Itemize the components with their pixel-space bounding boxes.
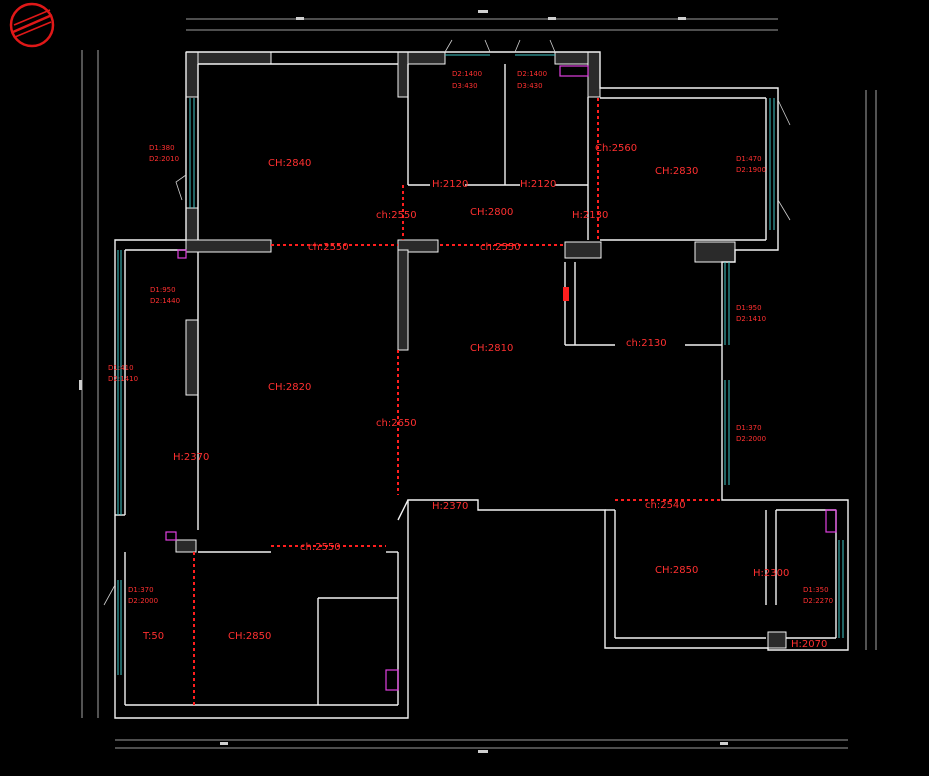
room-label: CH:2800 <box>470 207 513 218</box>
room-label: H:2130 <box>572 210 608 221</box>
window-note: D1:380 <box>149 144 175 152</box>
room-label: H:2300 <box>753 568 789 579</box>
window-note: D2:1410 <box>108 375 138 383</box>
no-symbol-stamp-icon <box>9 2 55 48</box>
window-notes: D1:380 D2:2010 D1:950 D2:1440 D1:410 D2:… <box>108 144 833 605</box>
room-label: H:2120 <box>432 179 468 190</box>
window-note: D2:1900 <box>736 166 766 174</box>
window-note: D1:470 <box>736 155 762 163</box>
room-label: H:2370 <box>432 501 468 512</box>
room-label: Ch:2560 <box>595 143 637 154</box>
room-label: CH:2850 <box>228 631 271 642</box>
window-note: D2:2000 <box>128 597 158 605</box>
window-note: D1:950 <box>150 286 176 294</box>
room-label: CH:2850 <box>655 565 698 576</box>
room-label: T:50 <box>142 631 164 642</box>
room-label: D3:430 <box>452 82 478 90</box>
window-note: D2:2010 <box>149 155 179 163</box>
room-label: ch:2550 <box>376 210 417 221</box>
walls <box>114 51 849 719</box>
room-label: CH:2820 <box>268 382 311 393</box>
room-labels: CH:2840 D2:1400 D3:430 D2:1400 D3:430 CH… <box>142 70 827 650</box>
window-note: D1:370 <box>128 586 154 594</box>
door-swings <box>103 39 791 606</box>
window-note: D2:1440 <box>150 297 180 305</box>
room-label: CH:2840 <box>268 158 311 169</box>
beam-lines <box>193 98 722 705</box>
room-label: CH:2830 <box>655 166 698 177</box>
window-note: D2:2270 <box>803 597 833 605</box>
structural-columns <box>175 51 787 649</box>
room-label: ch:2650 <box>376 418 417 429</box>
room-label: D2:1400 <box>452 70 482 78</box>
window-note: D1:350 <box>803 586 829 594</box>
room-label: ch:2540 <box>645 500 686 511</box>
room-label: D2:1400 <box>517 70 547 78</box>
room-label: D3:430 <box>517 82 543 90</box>
window-note: D1:370 <box>736 424 762 432</box>
room-label: ch:2550 <box>300 542 341 553</box>
dimension-ticks <box>79 10 728 753</box>
room-label: H:2370 <box>173 452 209 463</box>
window-note: D2:2000 <box>736 435 766 443</box>
room-label: H:2070 <box>791 639 827 650</box>
fixtures <box>165 65 837 691</box>
room-label: ch:2550 <box>480 242 521 253</box>
room-label: CH:2810 <box>470 343 513 354</box>
window-note: D1:410 <box>108 364 134 372</box>
room-label: H:2120 <box>520 179 556 190</box>
window-note: D1:950 <box>736 304 762 312</box>
window-note: D2:1410 <box>736 315 766 323</box>
room-label: ch:2130 <box>626 338 667 349</box>
windows <box>117 54 844 675</box>
room-label: ch:2550 <box>308 242 349 253</box>
